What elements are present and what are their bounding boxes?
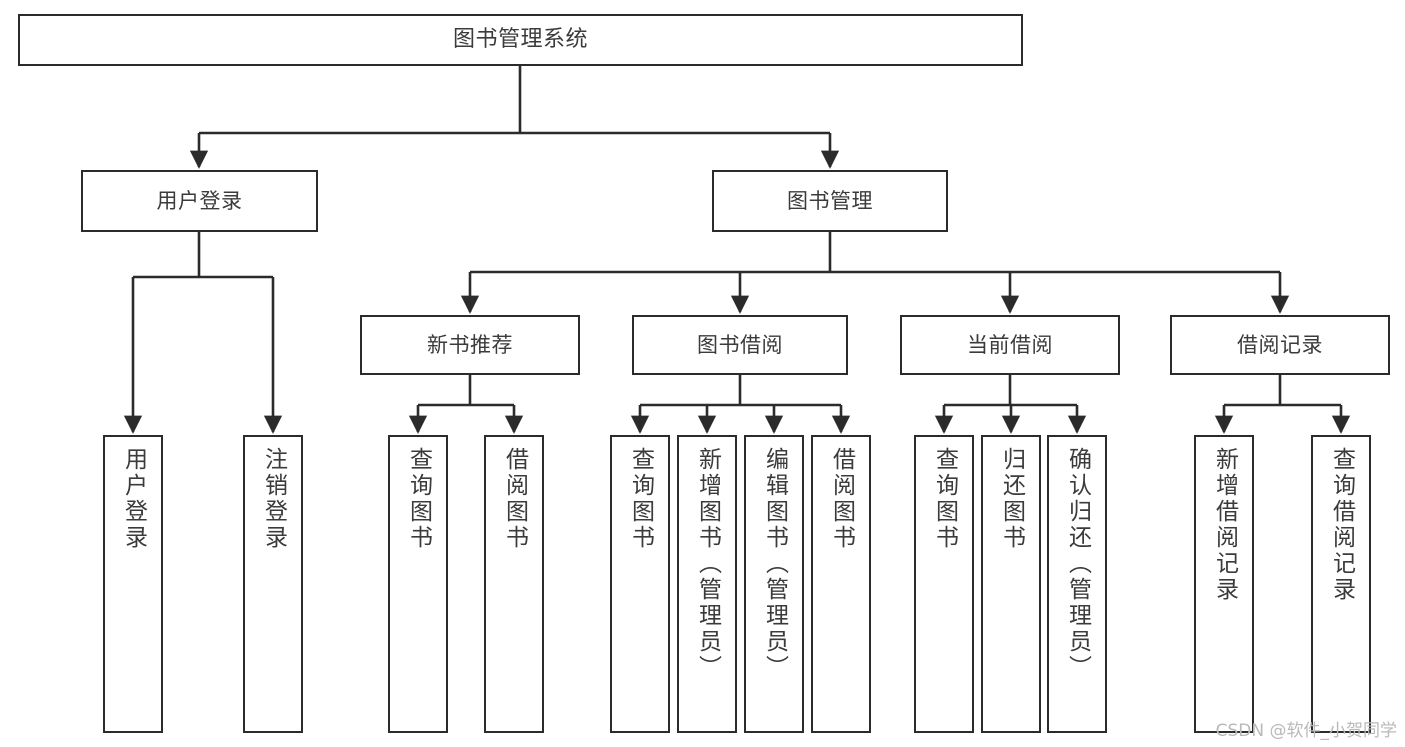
node-book-borrow-label: 图书借阅 [697, 332, 783, 357]
leaf-logout-label: 注销登录 [260, 447, 287, 551]
leaf-user-login-label: 用户登录 [120, 447, 147, 551]
leaf-br-query-record-label: 查询借阅记录 [1328, 447, 1355, 603]
leaf-bb-query-book-label: 查询图书 [627, 447, 654, 551]
leaf-br-query-record[interactable]: 查询借阅记录 [1311, 435, 1371, 733]
node-borrow-record-label: 借阅记录 [1237, 332, 1323, 357]
node-borrow-record[interactable]: 借阅记录 [1170, 315, 1390, 375]
leaf-nb-borrow-book[interactable]: 借阅图书 [484, 435, 544, 733]
leaf-br-add-record[interactable]: 新增借阅记录 [1194, 435, 1254, 733]
leaf-cb-return-book-label: 归还图书 [998, 447, 1025, 551]
leaf-bb-add-book-label: 新增图书（管理员） [694, 447, 721, 681]
leaf-cb-confirm-return-label: 确认归还（管理员） [1064, 447, 1091, 681]
leaf-nb-query-book-label: 查询图书 [405, 447, 432, 551]
leaf-br-add-record-label: 新增借阅记录 [1211, 447, 1238, 603]
leaf-cb-confirm-return[interactable]: 确认归还（管理员） [1047, 435, 1107, 733]
leaf-cb-query-book[interactable]: 查询图书 [914, 435, 974, 733]
node-current-borrow[interactable]: 当前借阅 [900, 315, 1120, 375]
watermark: CSDN @软件_小贺同学 [1215, 721, 1397, 741]
node-book-management[interactable]: 图书管理 [712, 170, 948, 232]
leaf-bb-borrow-book-label: 借阅图书 [828, 447, 855, 551]
node-book-borrow[interactable]: 图书借阅 [632, 315, 848, 375]
leaf-user-login[interactable]: 用户登录 [103, 435, 163, 733]
leaf-nb-borrow-book-label: 借阅图书 [501, 447, 528, 551]
node-new-book-recommend[interactable]: 新书推荐 [360, 315, 580, 375]
leaf-bb-edit-book[interactable]: 编辑图书（管理员） [744, 435, 804, 733]
leaf-bb-edit-book-label: 编辑图书（管理员） [761, 447, 788, 681]
node-new-book-recommend-label: 新书推荐 [427, 332, 513, 357]
leaf-nb-query-book[interactable]: 查询图书 [388, 435, 448, 733]
node-book-management-label: 图书管理 [787, 188, 873, 213]
node-root[interactable]: 图书管理系统 [18, 14, 1023, 66]
node-current-borrow-label: 当前借阅 [967, 332, 1053, 357]
node-root-label: 图书管理系统 [452, 27, 588, 53]
leaf-cb-query-book-label: 查询图书 [931, 447, 958, 551]
leaf-bb-query-book[interactable]: 查询图书 [610, 435, 670, 733]
leaf-bb-borrow-book[interactable]: 借阅图书 [811, 435, 871, 733]
node-user-login[interactable]: 用户登录 [81, 170, 318, 232]
leaf-cb-return-book[interactable]: 归还图书 [981, 435, 1041, 733]
leaf-logout[interactable]: 注销登录 [243, 435, 303, 733]
leaf-bb-add-book[interactable]: 新增图书（管理员） [677, 435, 737, 733]
node-user-login-label: 用户登录 [156, 188, 243, 213]
